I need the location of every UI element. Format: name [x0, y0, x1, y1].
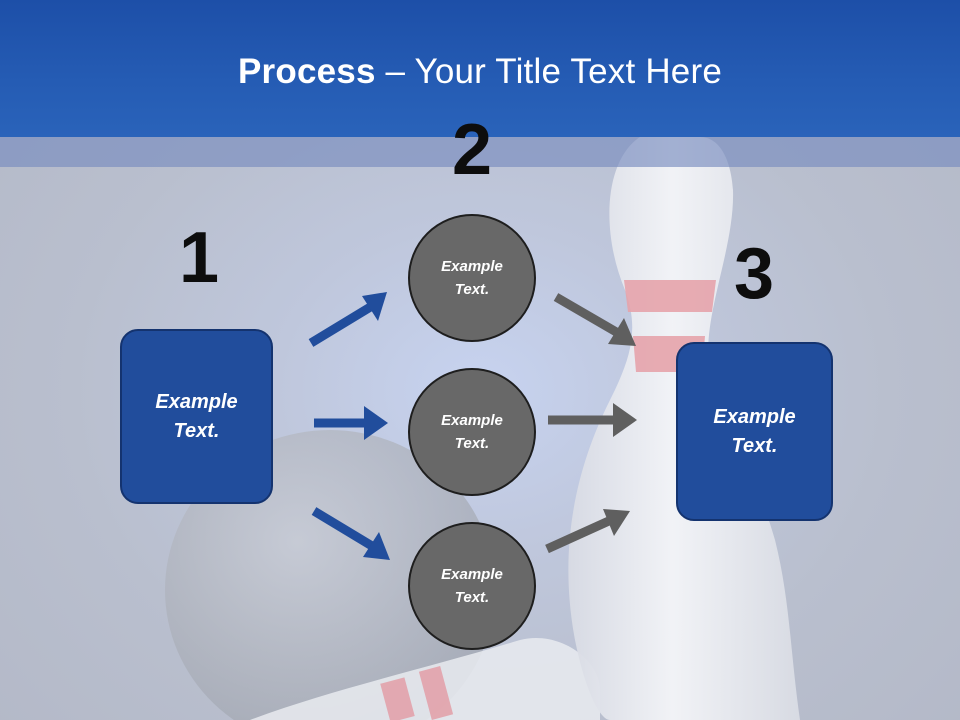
step-number-1: 1	[178, 218, 220, 298]
slide-title-bold: Process	[238, 52, 376, 91]
process-circle-middle: Example Text.	[408, 368, 536, 496]
process-circle-bottom-text: Example Text.	[441, 566, 503, 606]
slide-title: Process – Your Title Text Here	[0, 52, 960, 92]
process-box-left: Example Text.	[120, 329, 273, 504]
process-box-right-text: Example Text.	[713, 405, 796, 457]
title-bar	[0, 0, 960, 137]
step-number-3: 3	[733, 234, 775, 314]
gray-arrow-right	[548, 403, 637, 437]
process-circle-bottom: Example Text.	[408, 522, 536, 650]
gray-arrow-down	[553, 293, 636, 346]
process-circle-top: Example Text.	[408, 214, 536, 342]
process-circle-middle-text: Example Text.	[441, 412, 503, 452]
slide-title-rest: – Your Title Text Here	[375, 52, 722, 91]
process-box-left-text: Example Text.	[155, 390, 238, 442]
gray-arrow-up	[545, 509, 630, 554]
blue-arrow-down	[311, 507, 390, 560]
process-circle-top-text: Example Text.	[441, 258, 503, 298]
title-underline-strip	[0, 137, 960, 167]
process-box-right: Example Text.	[676, 342, 833, 521]
step-number-2: 2	[451, 110, 493, 190]
blue-arrow-right	[314, 406, 388, 440]
blue-arrow-up	[308, 292, 387, 347]
